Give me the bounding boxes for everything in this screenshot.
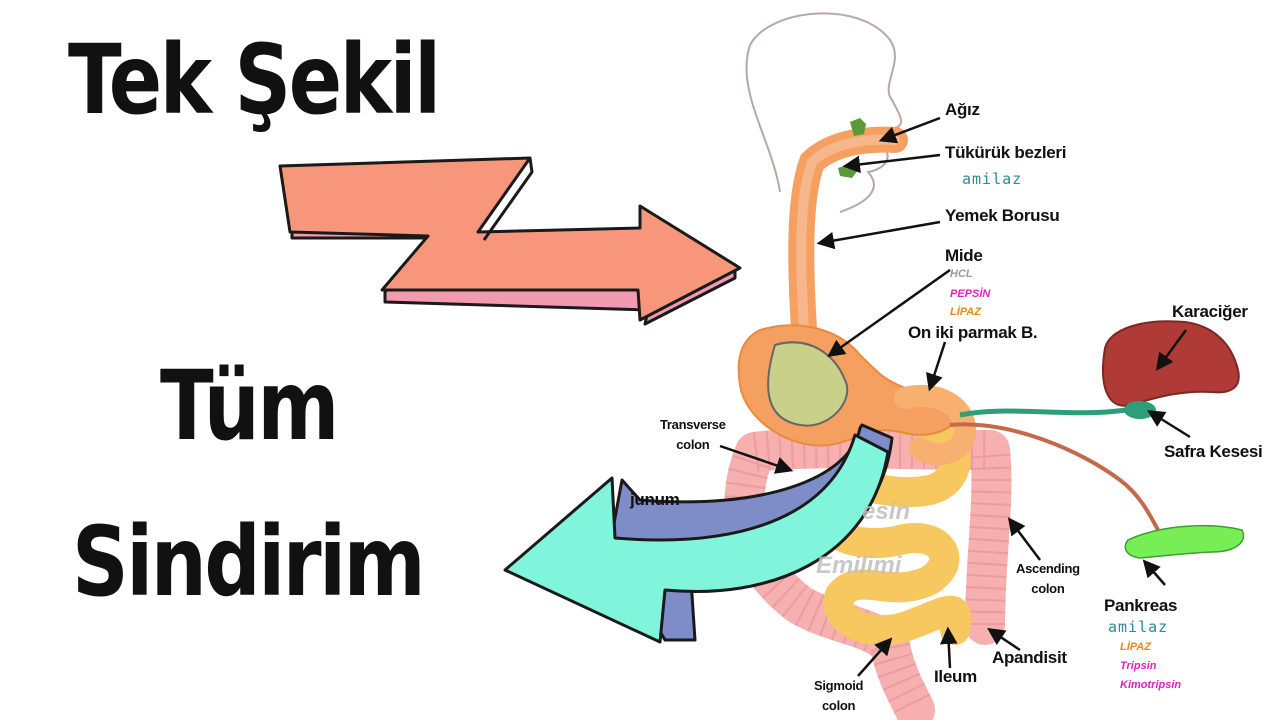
enzyme-hcl: HCL	[950, 268, 973, 280]
label-karaciger: Karaciğer	[1172, 302, 1248, 321]
label-pankreas: Pankreas	[1104, 596, 1178, 615]
pointer-arrows	[719, 116, 1191, 677]
head-outline	[745, 12, 903, 213]
label-on-iki-parmak: On iki parmak B.	[908, 323, 1038, 342]
label-agiz: Ağız	[945, 100, 980, 119]
label-tukuruk-bezleri: Tükürük bezleri	[945, 143, 1067, 162]
faded-text-2: Emilimi	[816, 552, 902, 579]
orange-zigzag-arrow	[278, 156, 742, 326]
title-line-3: Sindirim	[72, 506, 426, 618]
enzyme-tukuruk-amilaz: amilaz	[962, 170, 1023, 188]
enzyme-mide-lipaz: LİPAZ	[950, 306, 981, 318]
enzyme-tripsin: Tripsin	[1120, 660, 1157, 672]
duodenum-shape	[894, 384, 977, 466]
label-ileum: Ileum	[934, 667, 977, 686]
enzyme-pankreas-lipaz: LİPAZ	[1120, 641, 1151, 653]
small-intestine-shape	[810, 405, 972, 646]
label-yemek-borusu: Yemek Borusu	[945, 206, 1060, 225]
label-apandisit: Apandisit	[992, 648, 1067, 667]
label-safra-kesesi: Safra Kesesi	[1164, 442, 1263, 461]
cyan-curved-arrow	[503, 423, 894, 644]
title-line-1: Tek Şekil	[68, 24, 441, 136]
enzyme-pankreas-amilaz: amilaz	[1108, 618, 1169, 636]
label-jejunum: junum	[630, 490, 680, 509]
liver-icon	[1101, 320, 1240, 407]
title-line-2: Tüm	[160, 350, 339, 462]
enzyme-pepsin: PEPSİN	[950, 288, 991, 300]
salivary-gland-icon	[850, 118, 866, 136]
faded-text-1: esin	[862, 498, 911, 525]
enzyme-kimotripsin: Kimotripsin	[1120, 679, 1182, 691]
gallbladder-icon	[1124, 401, 1156, 419]
pancreas-icon	[1124, 524, 1245, 559]
label-mide: Mide	[945, 246, 983, 265]
